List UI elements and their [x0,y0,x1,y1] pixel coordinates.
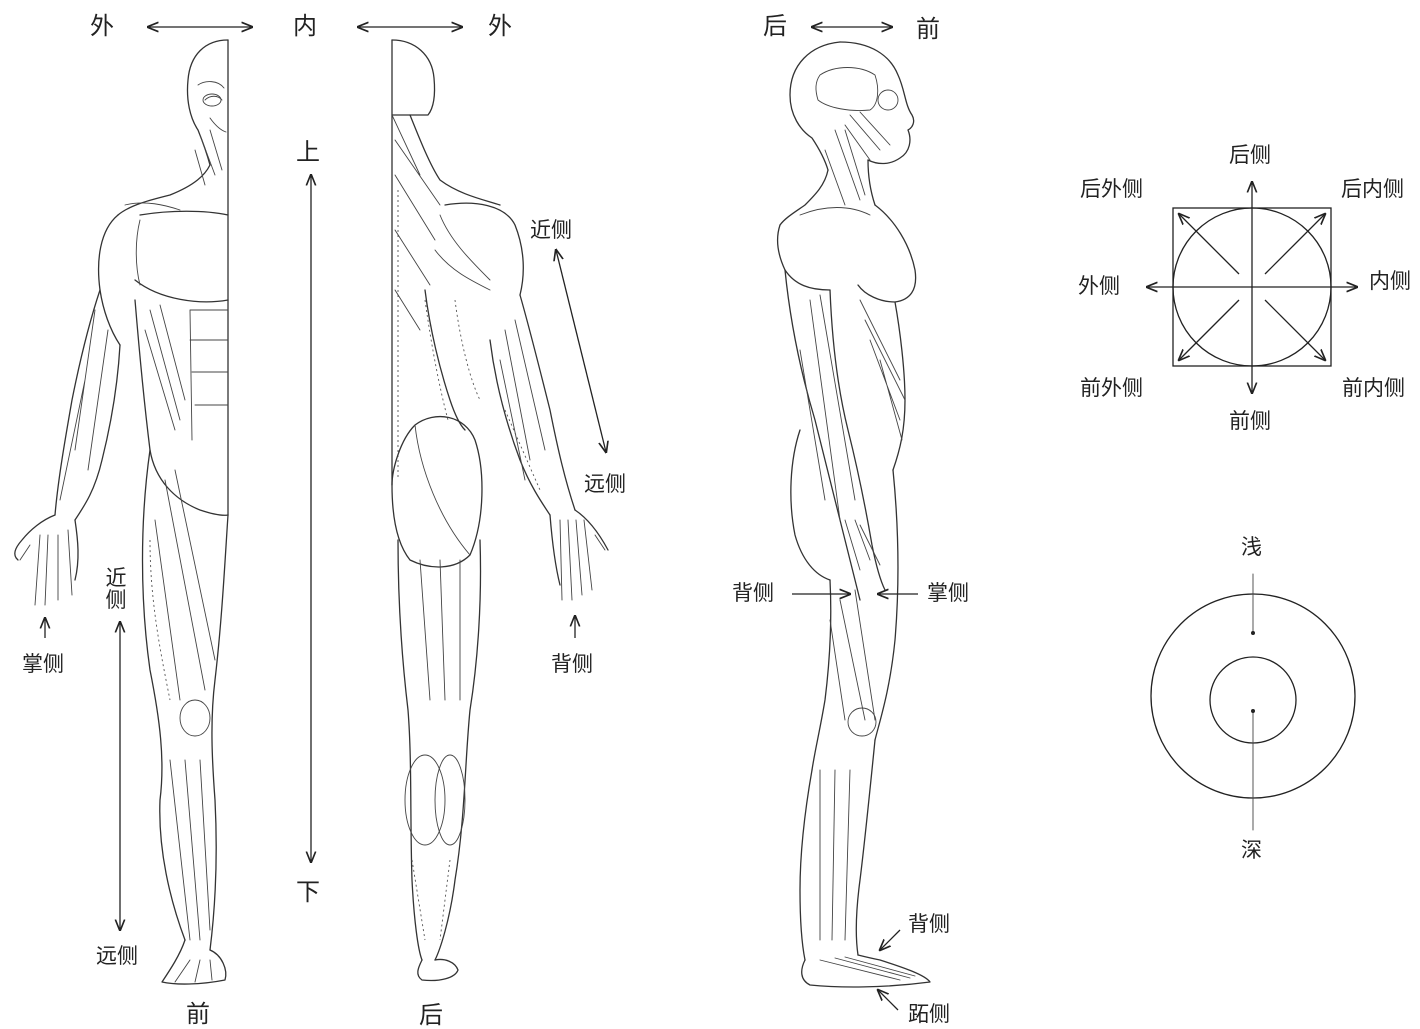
front-proximal-label: 近侧 [104,567,128,611]
posterior-view-caption: 后 [419,1003,443,1027]
side-posterior-label: 后 [763,14,787,38]
back-figure [392,40,608,981]
anteromedial-label: 前内侧 [1342,378,1405,399]
anterolateral-label: 前外侧 [1080,378,1143,399]
back-proximal-label: 近侧 [530,220,572,241]
depth-diagram [1151,574,1355,830]
front-palm-label: 掌侧 [22,654,64,675]
proximal-distal-arrow-back [556,250,606,452]
side-figure [778,42,930,987]
lateral-side-label: 外侧 [1078,276,1120,297]
direction-compass [1147,182,1357,393]
anterior-side-label: 前侧 [1229,411,1271,432]
side-plantar-foot-label: 跖侧 [908,1004,950,1025]
side-dorsal-hand-label: 背侧 [732,583,774,604]
dorsal-foot-arrow [880,930,900,950]
side-palmar-hand-label: 掌侧 [927,583,969,604]
front-distal-label: 远侧 [96,946,138,967]
side-anterior-label: 前 [916,17,940,41]
medial-side-label: 内侧 [1369,271,1411,292]
superior-label: 上 [296,140,320,164]
deep-label: 深 [1241,840,1262,861]
back-distal-label: 远侧 [584,474,626,495]
posterior-side-label: 后侧 [1229,145,1271,166]
back-lateral-right-label: 外 [488,14,512,38]
superficial-label: 浅 [1241,537,1262,558]
inferior-label: 下 [296,880,320,904]
posteromedial-label: 后内侧 [1341,179,1404,200]
front-lateral-left-label: 外 [90,14,114,38]
front-medial-label: 内 [293,14,317,38]
anterior-view-caption: 前 [186,1002,210,1026]
plantar-foot-arrow [878,990,898,1010]
posterolateral-label: 后外侧 [1080,179,1143,200]
back-dorsal-label: 背侧 [551,654,593,675]
front-figure [15,40,228,984]
side-dorsal-foot-label: 背侧 [908,914,950,935]
